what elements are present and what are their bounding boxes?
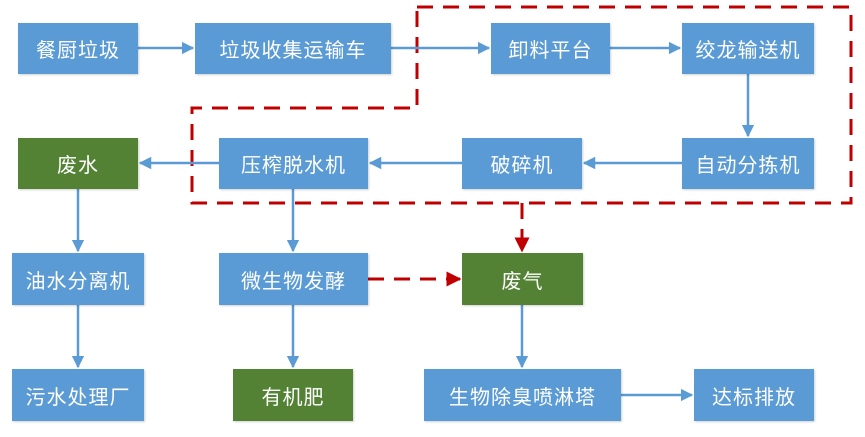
node-press-dewaterer: 压榨脱水机: [219, 138, 368, 189]
node-organic-fertilizer: 有机肥: [233, 369, 353, 421]
node-waste-gas: 废气: [462, 253, 583, 305]
node-auto-sorter: 自动分拣机: [682, 138, 814, 189]
node-collection-truck: 垃圾收集运输车: [195, 23, 391, 74]
node-compliant-discharge: 达标排放: [694, 369, 814, 421]
node-unloading-platform: 卸料平台: [491, 23, 610, 74]
node-wastewater: 废水: [18, 138, 138, 189]
node-microbial-fermentation: 微生物发酵: [219, 253, 368, 305]
node-kitchen-waste: 餐厨垃圾: [18, 23, 138, 74]
node-screw-conveyor: 绞龙输送机: [682, 23, 814, 74]
node-crusher: 破碎机: [462, 138, 582, 189]
node-biological-deodorization-tower: 生物除臭喷淋塔: [424, 369, 621, 421]
node-oil-water-separator: 油水分离机: [12, 253, 144, 305]
node-sewage-plant: 污水处理厂: [12, 369, 144, 421]
enclosure-dashed-boundary: [190, 5, 853, 205]
